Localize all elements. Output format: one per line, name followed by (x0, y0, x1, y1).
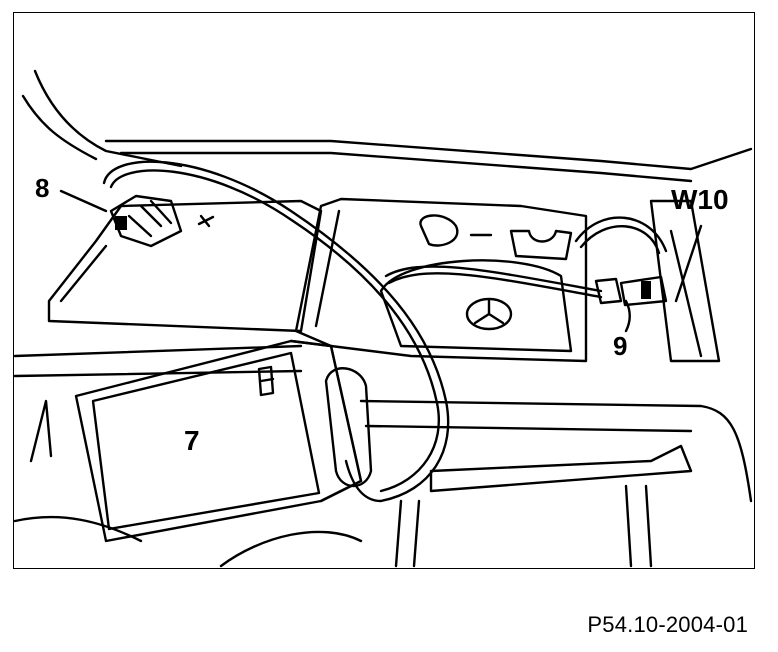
right-pillar (649, 199, 721, 363)
left-panel (47, 199, 323, 333)
ground-cable-2 (579, 225, 661, 255)
star-emblem-ring (465, 297, 513, 331)
lower-dash-edge-2 (14, 369, 303, 378)
dash-top-edge-2 (119, 151, 693, 183)
shelf-leg-left (394, 499, 403, 568)
center-panel (294, 197, 588, 363)
module-7-marking (257, 365, 275, 397)
sensor-cable (384, 265, 603, 293)
sensor-cable-2 (387, 272, 603, 299)
plus-mark (197, 214, 215, 228)
connector-9 (594, 277, 623, 305)
dash-top-edge (104, 139, 753, 171)
connector-8-plug (115, 216, 127, 230)
lower-dash-long-2 (364, 424, 693, 433)
diagram-frame: 8 7 9 W10 (13, 12, 755, 569)
callout-9: 9 (613, 331, 627, 361)
technical-illustration: 8 7 9 W10 (14, 69, 753, 568)
lower-dash-long (359, 399, 753, 503)
module-7-front (91, 351, 321, 531)
figure-code: P54.10-2004-01 (587, 612, 748, 637)
star-emblem (473, 299, 505, 325)
module-7-handle (324, 367, 373, 488)
connector-clamp (509, 229, 573, 261)
long-cable-2 (109, 169, 440, 493)
left-vent (29, 399, 53, 463)
leader-8 (59, 189, 108, 213)
right-pillar-inner (669, 229, 703, 358)
left-curve (14, 515, 143, 543)
shelf-leg-right-2 (644, 484, 653, 568)
lower-dash-edge (14, 344, 303, 358)
callout-w10: W10 (671, 184, 729, 215)
connector-9-plug (641, 281, 651, 299)
callout-7: 7 (184, 425, 200, 456)
pillar-outline (33, 69, 183, 168)
ground-cable (574, 216, 668, 253)
shelf (429, 444, 693, 493)
connector-8 (109, 194, 183, 248)
bottom-curve (219, 530, 363, 568)
leader-w10 (674, 224, 703, 303)
connector-9b (619, 275, 668, 307)
shelf-leg-left-2 (412, 499, 421, 568)
connector-8-detail (127, 199, 173, 238)
callout-8: 8 (35, 173, 49, 203)
long-cable (102, 160, 450, 503)
shelf-leg-right (624, 484, 633, 568)
center-panel-inner (314, 209, 341, 328)
module-7-side (289, 339, 363, 503)
recess (379, 259, 573, 353)
battery-terminal (419, 214, 459, 247)
pillar-outline-inner (21, 94, 98, 161)
left-panel-inner (59, 244, 108, 303)
leader-9 (624, 299, 631, 333)
